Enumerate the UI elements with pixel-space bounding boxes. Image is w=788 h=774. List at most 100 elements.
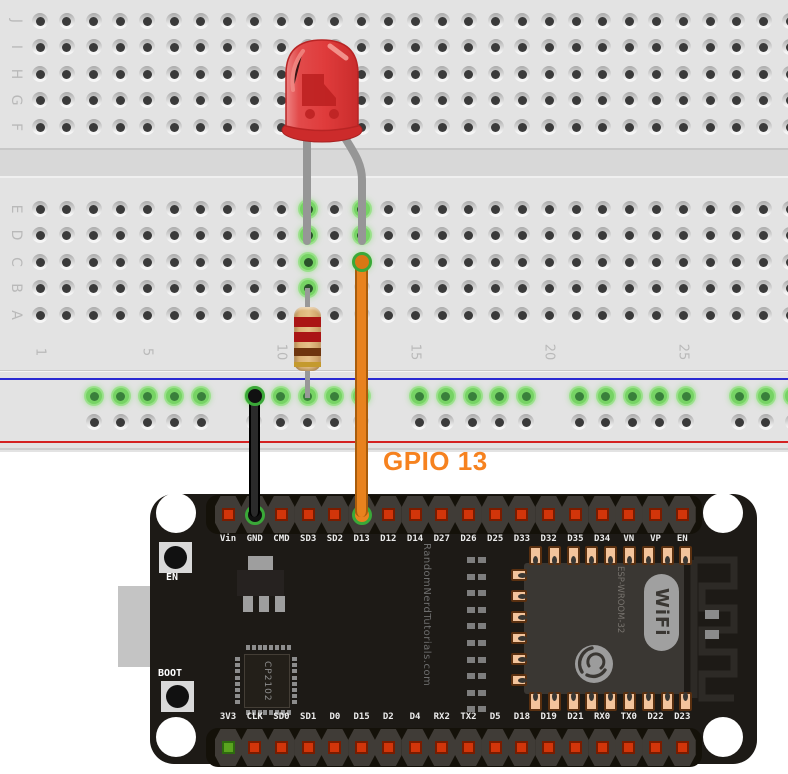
breadboard-hole (219, 92, 236, 108)
pin-pad (274, 508, 288, 521)
smd-pad (478, 590, 486, 597)
pin-d34[interactable] (588, 496, 616, 533)
breadboard-hole (112, 92, 129, 108)
pin-sd0[interactable] (267, 729, 295, 766)
pin-d18[interactable] (508, 729, 536, 766)
pin-tx2[interactable] (454, 729, 482, 766)
module-pad-notch (518, 657, 527, 662)
breadboard-hole (514, 13, 531, 29)
chip-pad (280, 645, 285, 650)
breadboard-hole (407, 92, 424, 108)
pin-d33[interactable] (508, 496, 536, 533)
breadboard-hole (273, 227, 290, 243)
pin-pad (248, 741, 262, 754)
pin-label-d0: D0 (329, 712, 341, 722)
pin-pad (622, 508, 636, 521)
pin-cmd[interactable] (267, 496, 295, 533)
chip-pad (292, 700, 297, 705)
pin-d26[interactable] (454, 496, 482, 533)
pin-d4[interactable] (401, 729, 429, 766)
pin-3v3[interactable] (214, 729, 242, 766)
breadboard-hole (326, 254, 343, 270)
gnd-wire[interactable] (249, 393, 260, 517)
breadboard-hole (380, 39, 397, 55)
regulator-leg (243, 596, 253, 612)
pin-pad (595, 508, 609, 521)
pin-d19[interactable] (535, 729, 563, 766)
chip-pad (251, 645, 256, 650)
pin-label-vin: Vin (219, 534, 237, 544)
row-letter-a: A (8, 310, 24, 320)
pin-d15[interactable] (348, 729, 376, 766)
breadboard-hole (166, 201, 182, 217)
gpio13-wire[interactable] (355, 261, 368, 517)
resistor[interactable] (294, 307, 321, 371)
pin-rx0[interactable] (588, 729, 616, 766)
pin-d23[interactable] (668, 729, 696, 766)
pin-pad (675, 741, 689, 754)
pin-en[interactable] (668, 496, 696, 533)
pin-label-d12: D12 (380, 534, 397, 544)
breadboard-hole (621, 254, 638, 270)
breadboard-hole (353, 13, 370, 29)
breadboard-hole (648, 119, 665, 135)
red-led[interactable] (270, 28, 390, 258)
pin-tx0[interactable] (615, 729, 643, 766)
pin-sd1[interactable] (294, 729, 322, 766)
module-pad (511, 611, 527, 623)
regulator-leg (259, 596, 269, 612)
module-pad (604, 692, 618, 711)
pin-d22[interactable] (642, 729, 670, 766)
module-pad (623, 692, 636, 711)
boot-button[interactable] (161, 681, 194, 712)
module-pad (585, 546, 599, 565)
pin-d0[interactable] (321, 729, 349, 766)
breadboard-hole (434, 307, 450, 323)
breadboard-hole (702, 39, 718, 55)
breadboard-hole (755, 307, 772, 323)
pin-d21[interactable] (561, 729, 589, 766)
breadboard-hole (166, 119, 182, 135)
breadboard-hole (702, 254, 718, 270)
en-button[interactable] (159, 542, 192, 573)
rail-hole (757, 388, 774, 404)
pin-label-d21: D21 (567, 712, 584, 722)
pin-d2[interactable] (374, 729, 402, 766)
pin-sd2[interactable] (321, 496, 349, 533)
breadboard-hole (166, 280, 182, 296)
pin-vin[interactable] (214, 496, 242, 533)
breadboard-hole (85, 254, 102, 270)
rail-hole (272, 414, 289, 430)
row-letter-i: I (8, 44, 24, 50)
chip-pad (251, 710, 256, 715)
rail-hole (193, 414, 210, 430)
column-number-15: 15 (407, 343, 423, 361)
pin-d35[interactable] (561, 496, 589, 533)
pin-d5[interactable] (481, 729, 509, 766)
pin-rx2[interactable] (428, 729, 456, 766)
pin-d25[interactable] (481, 496, 509, 533)
breadboard-hole (541, 227, 558, 243)
breadboard-hole (755, 280, 772, 296)
breadboard-hole (487, 13, 504, 29)
pin-d14[interactable] (401, 496, 429, 533)
gpio-wire-breadboard-end (352, 252, 372, 272)
breadboard-hole (166, 92, 182, 108)
pin-d27[interactable] (428, 496, 456, 533)
breadboard-hole (728, 39, 745, 55)
pin-vp[interactable] (642, 496, 670, 533)
pin-d12[interactable] (374, 496, 402, 533)
breadboard-hole (568, 227, 584, 243)
pin-d32[interactable] (535, 496, 563, 533)
row-letter-e: E (8, 204, 24, 214)
breadboard-hole (702, 201, 718, 217)
pin-clk[interactable] (241, 729, 269, 766)
pin-sd3[interactable] (294, 496, 322, 533)
breadboard-hole (32, 201, 48, 217)
breadboard-hole (594, 254, 611, 270)
breadboard-hole (782, 227, 788, 243)
pin-vn[interactable] (615, 496, 643, 533)
breadboard-hole (675, 307, 692, 323)
breadboard-hole (460, 92, 477, 108)
